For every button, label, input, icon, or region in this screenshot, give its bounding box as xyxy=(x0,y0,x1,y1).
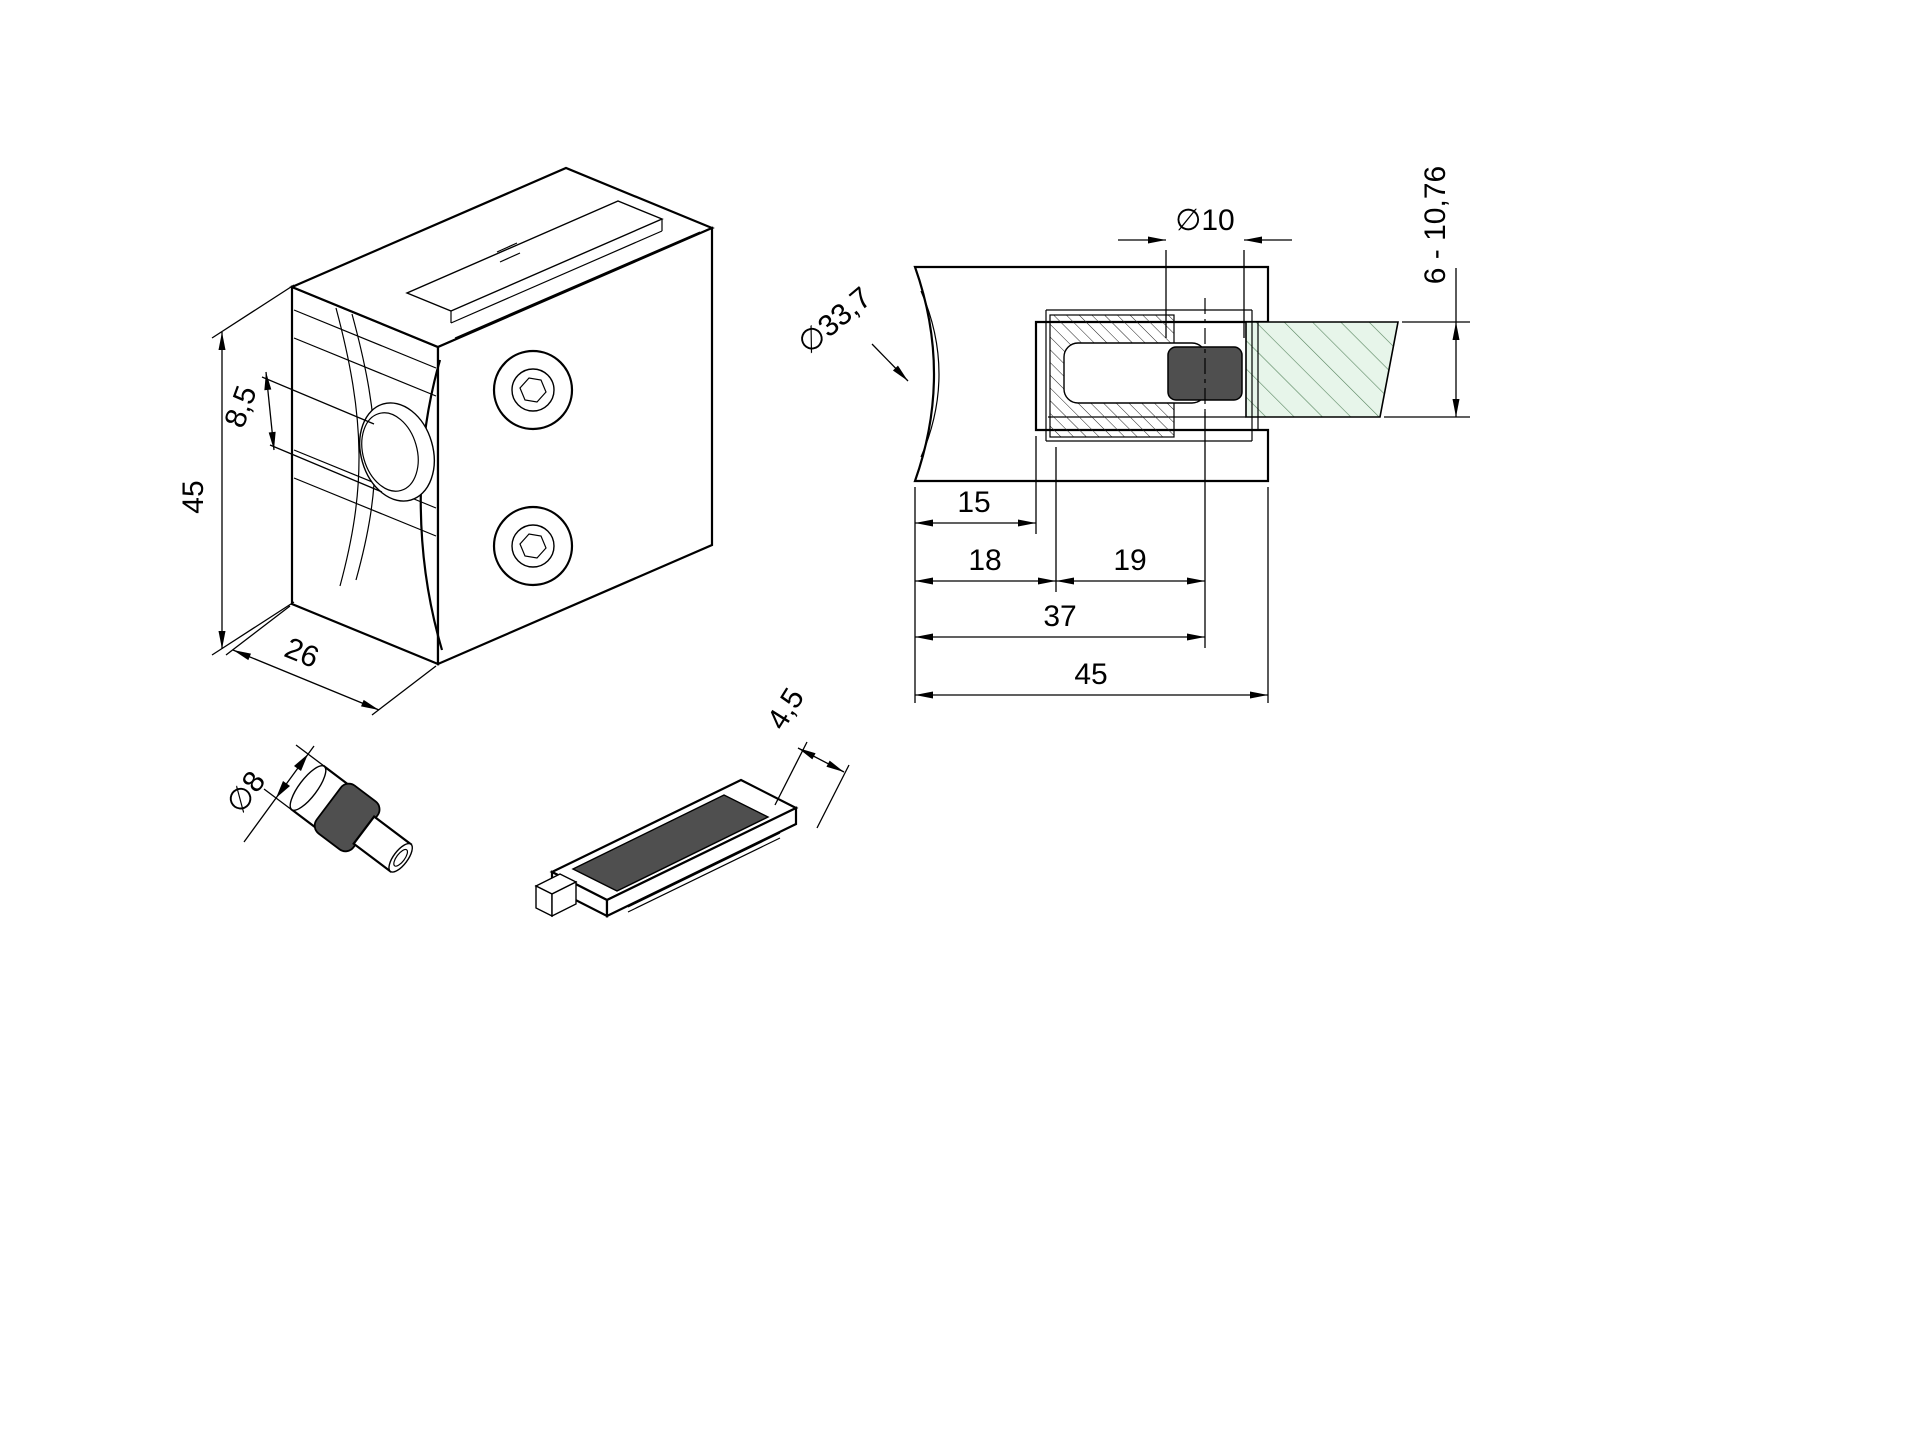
saddle-groove-edge xyxy=(293,309,437,369)
dim-label-45-section: 45 xyxy=(1074,658,1107,691)
rubber-pin-body xyxy=(289,764,414,873)
section-view: ∅10 ∅33,7 6 - 10,76 15 1 xyxy=(792,166,1470,703)
clamp-section-body xyxy=(913,265,1270,483)
dimension-pin-diameter: ∅10 xyxy=(1118,204,1292,338)
screw-bottom xyxy=(492,505,574,587)
gasket-right-face xyxy=(605,806,798,918)
dimension-45: 45 xyxy=(915,658,1268,699)
top-face-chamfer-edge xyxy=(454,231,701,339)
dim-label-18: 18 xyxy=(968,544,1001,577)
dimension-18: 18 xyxy=(915,544,1056,585)
glass-panel-hatch xyxy=(1245,321,1399,418)
gasket-tab-side xyxy=(551,880,577,918)
saddle-inner-arc xyxy=(920,290,940,458)
gasket-detail-view: 4,5 xyxy=(534,683,850,918)
dimension-19: 19 xyxy=(1056,544,1205,585)
hex-socket-icon xyxy=(519,533,547,559)
dim-label-glass-range: 6 - 10,76 xyxy=(1419,166,1452,284)
screw-head xyxy=(511,524,555,568)
screw-top xyxy=(492,349,574,431)
dim-label-d8: ∅8 xyxy=(220,765,272,819)
saddle-front-arc xyxy=(419,359,444,651)
hex-socket-icon xyxy=(519,377,547,403)
dim-label-15: 15 xyxy=(957,486,990,519)
saddle-arc xyxy=(335,307,360,587)
dimension-extension-lines xyxy=(914,412,1269,703)
clamp-top-slot xyxy=(405,200,664,312)
dim-label-19: 19 xyxy=(1113,544,1146,577)
saddle-groove-edge xyxy=(293,337,437,397)
dim-label-d33-7: ∅33,7 xyxy=(792,281,878,361)
dimension-15: 15 xyxy=(915,486,1036,527)
slot-screw-detail xyxy=(499,252,521,263)
pin-detail-view: ∅8 xyxy=(220,744,414,873)
mounting-hole-inner xyxy=(361,412,419,492)
gasket-groove xyxy=(627,832,781,908)
arrowhead xyxy=(294,754,308,771)
dimension-iso-height: 45 xyxy=(177,284,295,656)
slot-screw-detail xyxy=(496,242,518,253)
pin-tip-cap-inner xyxy=(393,848,409,867)
dim-label-37: 37 xyxy=(1043,600,1076,633)
pin-tip-cap xyxy=(388,842,414,873)
dim-label-8-5: 8,5 xyxy=(218,382,263,432)
arrowhead xyxy=(276,781,290,798)
dim-label-d10: ∅10 xyxy=(1175,204,1235,237)
dim-label-45: 45 xyxy=(177,480,210,513)
screw-head xyxy=(511,368,555,412)
dim-label-4-5: 4,5 xyxy=(761,683,811,736)
gasket-rubber-pad xyxy=(571,794,770,892)
dim-label-26: 26 xyxy=(280,632,323,675)
dimension-glass-thickness: 6 - 10,76 xyxy=(1384,166,1470,418)
slot-inner-edge xyxy=(450,230,663,324)
isometric-view: 45 26 8,5 xyxy=(177,166,715,716)
gasket-groove xyxy=(627,837,781,913)
dimension-tube-diameter: ∅33,7 xyxy=(792,281,909,382)
dimension-37: 37 xyxy=(915,600,1205,641)
saddle-groove-edge xyxy=(293,477,437,537)
